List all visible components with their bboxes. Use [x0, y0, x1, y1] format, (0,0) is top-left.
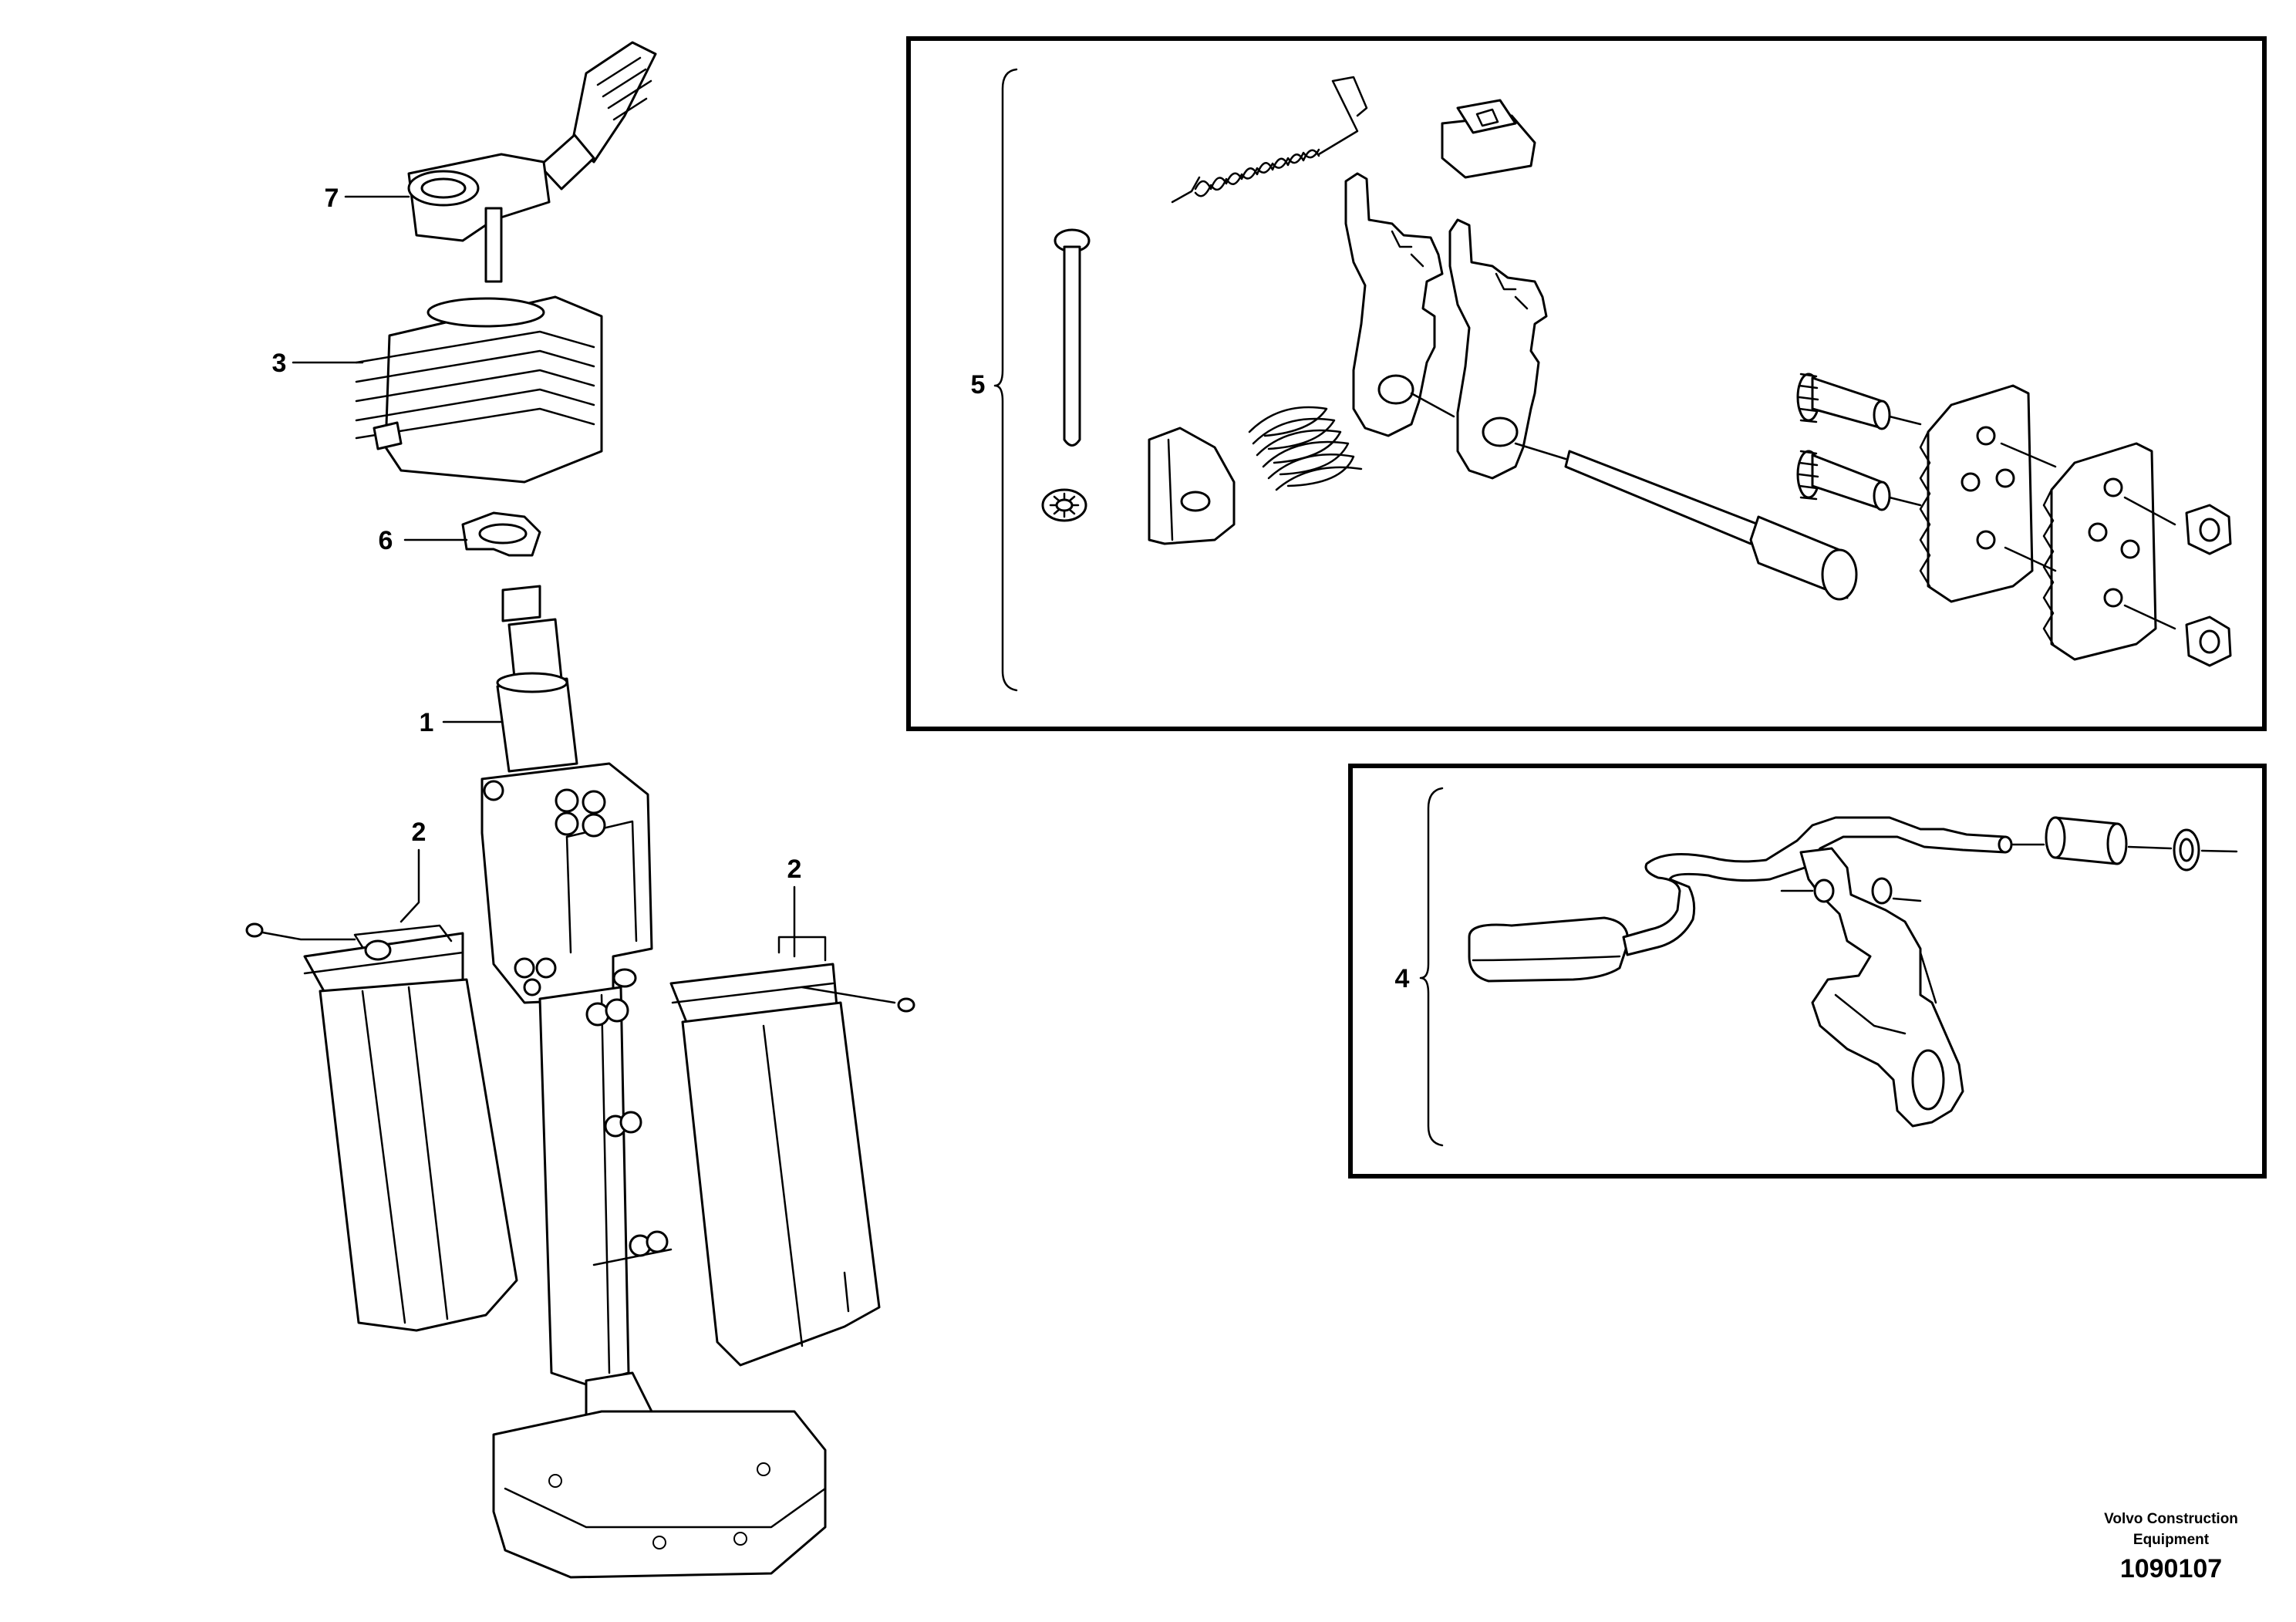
hex-nut-lower	[2004, 546, 2232, 667]
coil-spring	[1248, 406, 1363, 491]
spring-clip	[1148, 427, 1236, 545]
callout-7: 7	[325, 184, 339, 213]
company-name-line1: Volvo Construction	[2104, 1511, 2238, 1527]
callout-2-left: 2	[412, 818, 426, 847]
toothed-bolt-upper	[1796, 373, 1922, 430]
hex-nut-upper	[2000, 442, 2232, 555]
callout-5: 5	[971, 370, 986, 400]
ratchet-lever-right	[1448, 218, 1548, 480]
pin	[1054, 228, 1091, 447]
part-3-rubber-boot	[355, 295, 603, 484]
lock-washer	[1041, 488, 1087, 522]
ratchet-lever-left	[1344, 172, 1444, 437]
toothed-bolt-lower	[1796, 450, 1922, 511]
drawing-number: 1090107	[2120, 1554, 2222, 1583]
company-name-line2: Equipment	[2133, 1532, 2210, 1548]
callout-2-right: 2	[787, 855, 802, 884]
grommet	[1441, 99, 1536, 179]
callout-6: 6	[379, 526, 393, 555]
part-1-steering-column	[480, 585, 827, 1579]
ratchet-plate-right	[2042, 442, 2157, 661]
washer	[2011, 828, 2238, 872]
part-2-side-panel-left	[245, 922, 518, 1332]
detail-frame-4	[1348, 764, 2267, 1179]
part-7-lever-bracket	[407, 153, 551, 283]
callout-leaders-main	[292, 195, 796, 958]
return-spring	[1171, 76, 1368, 204]
callout-1: 1	[420, 708, 434, 737]
bushing	[2045, 816, 2128, 865]
control-lever-knob	[538, 41, 657, 191]
caption-block: Volvo Construction Equipment 1090107	[2104, 1511, 2238, 1583]
lever-handle	[1468, 916, 1630, 983]
bracket-5	[993, 68, 1018, 692]
long-pin	[1410, 392, 1858, 601]
bracket-4	[1419, 787, 1444, 1147]
part-2-side-panel-right	[612, 936, 915, 1367]
callout-3: 3	[272, 349, 287, 378]
detail-frame-5	[906, 36, 2267, 731]
lever-bracket-plate	[1780, 847, 1964, 1128]
callout-4: 4	[1395, 964, 1410, 993]
lever-rod	[1622, 816, 2013, 956]
ratchet-plate-left	[1919, 384, 2034, 603]
part-6-clip	[461, 511, 541, 557]
